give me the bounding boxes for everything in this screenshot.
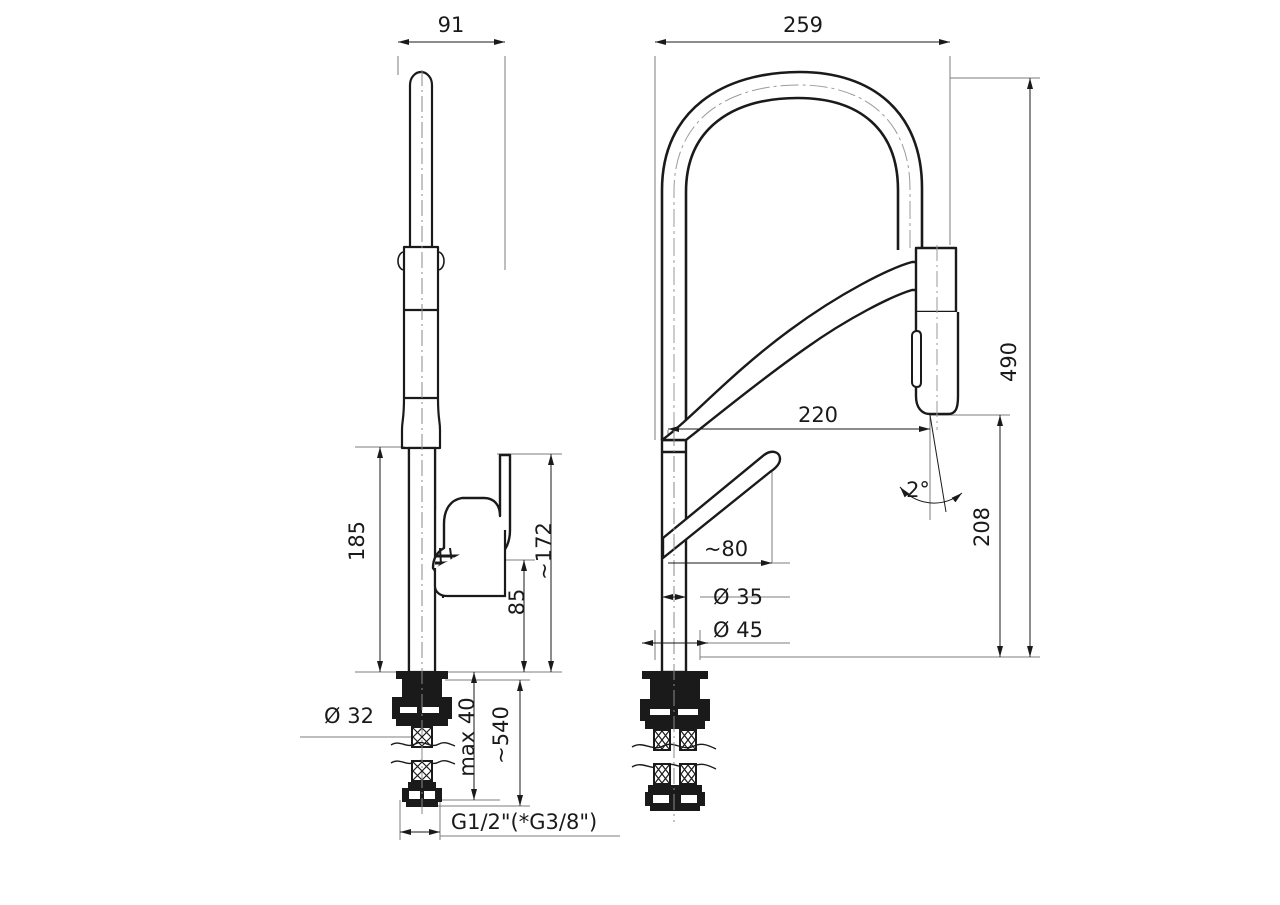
dim-label-spout-height: 208: [970, 507, 994, 547]
dim-label-handle-pivot: 85: [505, 589, 529, 616]
dim-label-body-dia-base: Ø 45: [713, 618, 763, 642]
dim-label-spout-reach: 220: [798, 403, 838, 427]
dimension-lines: [377, 39, 1033, 835]
front-view-handle-neck: [433, 530, 507, 598]
side-view-lever-handle: [661, 450, 782, 560]
side-view-gooseneck-centreline: [673, 84, 911, 430]
dimension-labels: 91 259 490 220 208 2° ~80 Ø 35 Ø 45 185 …: [324, 13, 1021, 834]
dim-label-handle-reach: ~80: [704, 537, 748, 561]
dim-label-handle-clearance: ~172: [532, 522, 556, 580]
dim-label-hose-length: ~540: [489, 706, 513, 764]
dim-label-width-front: 91: [438, 13, 465, 37]
dim-label-outlet-angle: 2°: [906, 478, 930, 502]
front-view-base-hardware: [390, 671, 456, 807]
dim-label-height-total: 490: [997, 342, 1021, 382]
side-view-base-hardware: [631, 671, 717, 811]
dim-label-thread: G1/2"(*G3/8"): [451, 810, 597, 834]
dim-label-body-dia-upper: Ø 35: [713, 585, 763, 609]
dim-label-hole-dia: Ø 32: [324, 704, 374, 728]
dim-label-width-side: 259: [783, 13, 823, 37]
dim-label-handle-height: 185: [345, 521, 369, 561]
side-view-geometry: [660, 70, 924, 440]
side-view-spray-head: [911, 246, 960, 416]
dim-label-deck-thickness: max 40: [455, 697, 479, 776]
side-view-spout-arm: [660, 260, 932, 442]
